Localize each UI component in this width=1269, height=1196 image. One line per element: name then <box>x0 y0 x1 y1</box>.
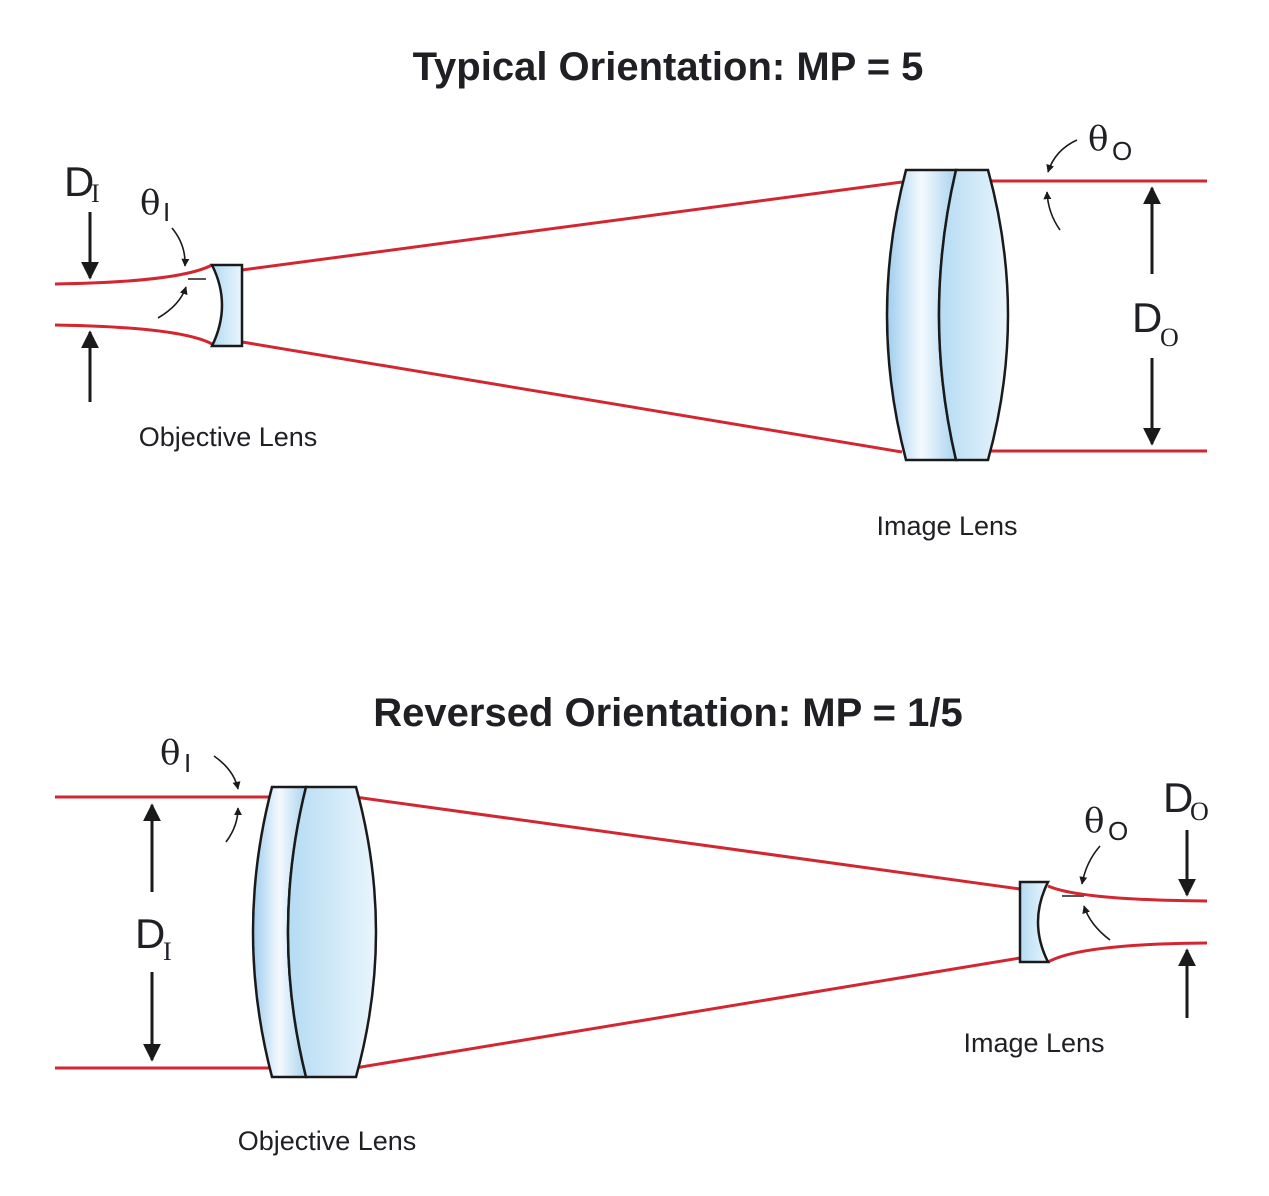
output-angle-arrow-1 <box>1079 845 1101 885</box>
objective-lens-label: Objective Lens <box>139 422 318 452</box>
output-angle-arrow-2 <box>1082 905 1111 941</box>
output-diameter-label: D O <box>1132 294 1179 352</box>
theta-subscript: O <box>1108 816 1128 846</box>
image-lens <box>885 168 1010 462</box>
image-lens-label: Image Lens <box>963 1028 1104 1058</box>
expanding-beam-lower <box>241 340 903 454</box>
diameter-subscript: I <box>91 179 100 208</box>
input-angle-label: θ I <box>160 733 191 778</box>
panel-title: Reversed Orientation: MP = 1/5 <box>373 691 962 735</box>
theta-subscript: I <box>163 197 170 227</box>
theta-subscript: O <box>1112 136 1132 166</box>
objective-lens <box>209 263 244 348</box>
input-beam-lower <box>54 323 213 346</box>
diameter-symbol: D <box>135 910 165 957</box>
output-angle-label: θ O <box>1084 801 1128 846</box>
output-angle-arrow-2 <box>1043 191 1061 231</box>
input-beam-upper <box>54 263 213 286</box>
image-lens <box>1018 880 1051 964</box>
output-diameter-label: D O <box>1163 774 1209 826</box>
output-angle-label: θ O <box>1088 119 1132 166</box>
input-diameter-label: D I <box>135 910 172 966</box>
theta-symbol: θ <box>140 183 160 223</box>
converging-beam-upper <box>354 795 1021 891</box>
diameter-subscript: O <box>1160 323 1179 352</box>
input-angle-arrow-1 <box>213 755 241 790</box>
theta-symbol: θ <box>160 733 180 773</box>
image-lens-label: Image Lens <box>876 511 1017 541</box>
theta-symbol: θ <box>1084 801 1104 841</box>
output-angle-arrow-1 <box>1046 139 1078 173</box>
converging-beam-lower <box>354 956 1021 1070</box>
input-angle-arrow-2 <box>157 286 188 319</box>
output-beam-lower <box>1047 941 1208 964</box>
objective-lens-label: Objective Lens <box>238 1126 417 1156</box>
input-angle-arrow-1 <box>171 227 190 267</box>
theta-subscript: I <box>184 748 191 778</box>
input-angle-arrow-2 <box>225 807 242 843</box>
diameter-subscript: O <box>1190 797 1209 826</box>
diameter-symbol: D <box>1163 774 1193 821</box>
output-beam-upper <box>1047 884 1208 903</box>
theta-symbol: θ <box>1088 119 1108 159</box>
input-angle-label: θ I <box>140 183 170 227</box>
diameter-symbol: D <box>64 158 94 205</box>
expanding-beam-upper <box>241 180 903 272</box>
reversed-orientation-panel: Reversed Orientation: MP = 1/5 Objective… <box>55 691 1209 1156</box>
diameter-subscript: I <box>163 937 172 966</box>
input-diameter-label: D I <box>64 158 100 208</box>
typical-orientation-panel: Typical Orientation: MP = 5 Objective Le… <box>54 45 1207 541</box>
diameter-symbol: D <box>1132 294 1162 341</box>
objective-lens <box>251 785 378 1079</box>
panel-title: Typical Orientation: MP = 5 <box>413 45 924 89</box>
